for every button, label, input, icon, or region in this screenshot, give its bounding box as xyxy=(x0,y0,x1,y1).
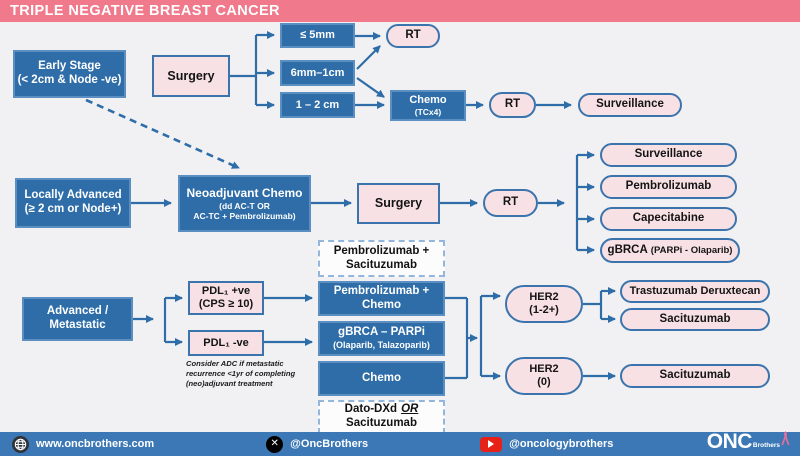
neoadjuvant-line2: (dd AC-T OR xyxy=(219,200,270,211)
her2-zero-line2: (0) xyxy=(537,376,551,388)
advanced-line1: Advanced / xyxy=(46,305,109,318)
chemo-tcx4-line2: (TCx4) xyxy=(414,106,442,117)
surveillance-pill-1: Surveillance xyxy=(578,93,682,117)
dato-dxd-or: OR xyxy=(401,403,419,416)
early-stage-line1: Early Stage xyxy=(38,60,101,73)
neoadjuvant-chemo-box: Neoadjuvant Chemo (dd AC-T OR AC-TC + Pe… xyxy=(178,175,311,232)
rt1-label: RT xyxy=(405,29,421,42)
tumor-size-1-2cm-box: 1 – 2 cm xyxy=(280,92,355,118)
size3-label: 1 – 2 cm xyxy=(295,98,340,111)
website-link[interactable]: www.oncbrothers.com xyxy=(12,435,155,453)
rt-pill-2: RT xyxy=(489,92,536,118)
size2-label: 6mm–1cm xyxy=(290,66,345,79)
advanced-metastatic-box: Advanced / Metastatic xyxy=(22,297,133,341)
title-text: TRIPLE NEGATIVE BREAST CANCER xyxy=(10,3,280,19)
x-icon: ✕ xyxy=(266,435,284,453)
neoadjuvant-line3: AC-TC + Pembrolizumab) xyxy=(193,210,296,221)
surgery-box-1: Surgery xyxy=(152,55,230,97)
dato-dxd-line2: Sacituzumab xyxy=(346,417,417,429)
advanced-line2: Metastatic xyxy=(49,319,106,331)
pembro-sacituzumab-line2: Sacituzumab xyxy=(346,258,417,271)
youtube-link[interactable]: @oncologybrothers xyxy=(480,436,614,452)
gbrca-parpi-box: gBRCA – PARPi (Olaparib, Talazoparib) xyxy=(318,321,445,356)
pembro-chemo-line2: Chemo xyxy=(362,298,401,311)
trastuzumab-deruxtecan-pill: Trastuzumab Deruxtecan xyxy=(620,280,770,303)
rt-pill-3: RT xyxy=(483,189,538,217)
sacituzumab-pill-1: Sacituzumab xyxy=(620,308,770,331)
adc-note-line1: Consider ADC if metastatic xyxy=(186,359,284,368)
adc-note-line2: recurrence <1yr of completing xyxy=(186,368,296,378)
her2-low-pill: HER2 (1-2+) xyxy=(505,285,583,323)
logo-main-text: ONC xyxy=(706,430,753,453)
sacituzumab1-label: Sacituzumab xyxy=(659,312,731,325)
sacituzumab-pill-2: Sacituzumab xyxy=(620,364,770,388)
capecitabine-pill: Capecitabine xyxy=(600,207,737,231)
surgery1-label: Surgery xyxy=(167,68,215,83)
early-stage-box: Early Stage (< 2cm & Node -ve) xyxy=(13,50,126,98)
pdl1-negative-box: PDL₁ -ve xyxy=(188,330,264,356)
website-label: www.oncbrothers.com xyxy=(36,438,155,450)
dato-dxd-pre: Dato-DXd xyxy=(344,403,398,416)
gbrca-sub-label: (PARPi - Olaparib) xyxy=(650,244,733,256)
her2-low-line1: HER2 xyxy=(529,291,559,304)
neoadjuvant-line1: Neoadjuvant Chemo xyxy=(186,186,303,201)
pdl1-positive-box: PDL₁ +ve (CPS ≥ 10) xyxy=(188,281,264,315)
youtube-icon xyxy=(480,436,503,452)
adjuvant-surveillance-label: Surveillance xyxy=(634,148,703,161)
chemo-tcx4-box: Chemo (TCx4) xyxy=(390,90,466,121)
rt2-label: RT xyxy=(504,98,521,111)
locally-advanced-line1: Locally Advanced xyxy=(24,189,122,202)
chemo-tcx4-line1: Chemo xyxy=(409,94,447,106)
youtube-label: @oncologybrothers xyxy=(509,438,614,450)
pembrolizumab-chemo-box: Pembrolizumab + Chemo xyxy=(318,281,445,316)
rt-pill-1: RT xyxy=(386,24,440,48)
page-title: TRIPLE NEGATIVE BREAST CANCER xyxy=(0,0,800,22)
rt3-label: RT xyxy=(502,196,519,209)
early-stage-line2: (< 2cm & Node -ve) xyxy=(17,74,122,86)
trastuzumab-deruxtecan-label: Trastuzumab Deruxtecan xyxy=(629,285,761,298)
her2-zero-pill: HER2 (0) xyxy=(505,357,583,395)
gbrca-parpi-line1: gBRCA – PARPi xyxy=(338,326,425,339)
globe-icon xyxy=(12,435,29,453)
surgery-box-2: Surgery xyxy=(357,183,440,224)
pdl1-pos-line1: PDL₁ +ve xyxy=(201,285,251,298)
size1-label: ≤ 5mm xyxy=(300,29,335,42)
pdl1-pos-line2: (CPS ≥ 10) xyxy=(198,298,254,310)
pembrolizumab-pill: Pembrolizumab xyxy=(600,175,737,199)
tumor-size-6mm-1cm-box: 6mm–1cm xyxy=(280,60,355,86)
logo-sub-text: Brothers xyxy=(752,441,780,449)
her2-zero-line1: HER2 xyxy=(529,363,559,376)
locally-advanced-line2: (≥ 2 cm or Node+) xyxy=(24,203,122,215)
pembro-sacituzumab-dashed-box: Pembrolizumab + Sacituzumab xyxy=(318,240,445,277)
ribbon-icon xyxy=(781,430,790,452)
locally-advanced-box: Locally Advanced (≥ 2 cm or Node+) xyxy=(15,178,131,228)
footer-bar: www.oncbrothers.com ✕ @OncBrothers @onco… xyxy=(0,432,800,456)
twitter-label: @OncBrothers xyxy=(290,438,369,450)
tumor-size-le5mm-box: ≤ 5mm xyxy=(280,23,355,48)
pdl1-neg-label: PDL₁ -ve xyxy=(203,336,249,349)
twitter-link[interactable]: ✕ @OncBrothers xyxy=(266,435,369,453)
onc-brothers-logo: ONC Brothers xyxy=(707,430,790,452)
adjuvant-pembrolizumab-label: Pembrolizumab xyxy=(625,180,712,193)
adjuvant-capecitabine-label: Capecitabine xyxy=(632,212,705,225)
gbrca-parpi-line2: (Olaparib, Talazoparib) xyxy=(333,339,430,350)
gbrca-main-label: gBRCA xyxy=(607,243,648,256)
pembro-sacituzumab-line1: Pembrolizumab + xyxy=(333,244,430,257)
her2-low-line2: (1-2+) xyxy=(529,304,559,316)
adc-note-line3: (neo)adjuvant treatment xyxy=(186,378,273,388)
surgery2-label: Surgery xyxy=(374,196,423,211)
chemo2-label: Chemo xyxy=(362,371,401,384)
surveillance-pill-2: Surveillance xyxy=(600,143,737,167)
pembro-chemo-line1: Pembrolizumab + xyxy=(333,284,430,297)
adc-consideration-note: Consider ADC if metastatic recurrence <1… xyxy=(186,359,311,389)
gbrca-olaparib-pill: gBRCA (PARPi - Olaparib) xyxy=(600,238,740,263)
chemo-box-2: Chemo xyxy=(318,361,445,396)
sacituzumab2-label: Sacituzumab xyxy=(659,369,731,382)
surveillance1-label: Surveillance xyxy=(596,98,664,111)
